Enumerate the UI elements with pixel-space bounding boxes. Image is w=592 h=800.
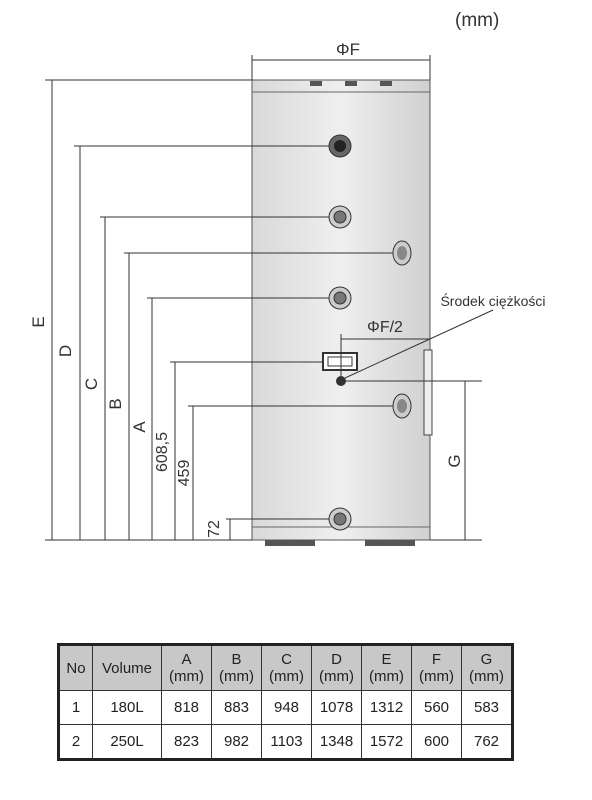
port-c (328, 205, 352, 229)
top-cap-detail (310, 81, 322, 86)
header-d: D(mm) (311, 644, 362, 691)
dimensions-table: No Volume A(mm) B(mm) C(mm) D(mm) E(mm) … (57, 643, 514, 761)
port-top (328, 134, 352, 158)
header-c: C(mm) (261, 644, 312, 691)
cell-volume: 180L (92, 690, 162, 725)
port-bottom (328, 507, 352, 531)
tank-body (251, 79, 431, 541)
side-panel (423, 349, 433, 436)
c-label: C (82, 378, 101, 390)
center-of-gravity-marker (336, 376, 346, 386)
cell-b: 982 (211, 724, 262, 760)
header-e: E(mm) (361, 644, 412, 691)
cell-no: 1 (58, 690, 93, 725)
g-label: G (445, 454, 464, 467)
center-of-gravity-leader (344, 309, 494, 379)
cell-d: 1078 (311, 690, 362, 725)
cell-c: 1103 (261, 724, 312, 760)
header-f: F(mm) (411, 644, 462, 691)
phiF-label: ΦF (336, 40, 360, 59)
cell-a: 823 (161, 724, 212, 760)
center-of-gravity-label: Środek ciężkości (440, 292, 545, 309)
table-header-row: No Volume A(mm) B(mm) C(mm) D(mm) E(mm) … (58, 644, 513, 691)
port-a (328, 286, 352, 310)
cell-volume: 250L (92, 724, 162, 760)
b-label: B (106, 398, 125, 409)
cell-no: 2 (58, 724, 93, 760)
header-b: B(mm) (211, 644, 262, 691)
table-row: 2 250L 823 982 1103 1348 1572 600 762 (58, 724, 513, 760)
cell-g: 583 (461, 690, 513, 725)
cell-g: 762 (461, 724, 513, 760)
tank-dimension-drawing: ΦF ΦF/2 Środek ciężkości G (29, 40, 546, 546)
table-row: 1 180L 818 883 948 1078 1312 560 583 (58, 690, 513, 725)
phiF2-label: ΦF/2 (367, 319, 403, 336)
header-volume: Volume (92, 644, 162, 691)
tank-foot-left (265, 540, 315, 546)
top-cap-detail (380, 81, 392, 86)
top-cap-detail (345, 81, 357, 86)
cell-f: 560 (411, 690, 462, 725)
cell-a: 818 (161, 690, 212, 725)
h459-label: 459 (176, 460, 193, 487)
header-no: No (58, 644, 93, 691)
tank-foot-right (365, 540, 415, 546)
unit-note: (mm) (455, 10, 500, 31)
cell-d: 1348 (311, 724, 362, 760)
header-a: A(mm) (161, 644, 212, 691)
e-label: E (29, 316, 48, 327)
header-g: G(mm) (461, 644, 513, 691)
cell-b: 883 (211, 690, 262, 725)
port-b-side (392, 240, 412, 266)
h72-label: 72 (206, 520, 223, 538)
d-label: D (56, 345, 75, 357)
port-459-side (392, 393, 412, 419)
cell-c: 948 (261, 690, 312, 725)
h608-label: 608,5 (154, 432, 171, 472)
cell-e: 1312 (361, 690, 412, 725)
cell-e: 1572 (361, 724, 412, 760)
a-label: A (130, 421, 149, 433)
cell-f: 600 (411, 724, 462, 760)
